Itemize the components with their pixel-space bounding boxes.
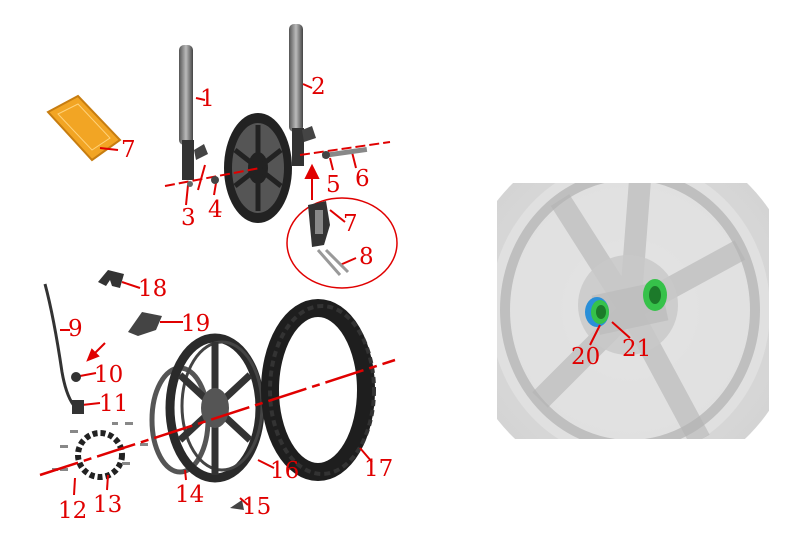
valve-part bbox=[230, 500, 244, 510]
callout-6: 6 bbox=[355, 166, 370, 192]
callout-21: 21 bbox=[622, 336, 652, 362]
reflector-part bbox=[46, 94, 122, 162]
callout-10: 10 bbox=[94, 362, 124, 388]
callout-leaders-mid bbox=[60, 281, 183, 406]
wheel-axis-line bbox=[39, 358, 396, 477]
callout-12: 12 bbox=[58, 498, 88, 524]
callout-15: 15 bbox=[242, 494, 272, 520]
callout-3: 3 bbox=[181, 205, 196, 231]
left-fork-leg bbox=[179, 45, 208, 180]
translucent-hub-render bbox=[497, 183, 769, 439]
tire-part bbox=[261, 299, 376, 481]
rim-part bbox=[165, 333, 265, 483]
axle-lines bbox=[99, 83, 391, 266]
callout-8: 8 bbox=[359, 244, 374, 270]
callout-leaders-bottom bbox=[73, 447, 373, 506]
callout-14: 14 bbox=[175, 482, 205, 508]
callout-16: 16 bbox=[270, 458, 300, 484]
right-fork-leg bbox=[289, 24, 316, 166]
callout-7-detail: 7 bbox=[343, 211, 358, 237]
callout-7-reflector: 7 bbox=[121, 137, 136, 163]
front-wheel-assembly bbox=[224, 113, 292, 223]
callout-9: 9 bbox=[68, 316, 83, 342]
speed-sensor-cable bbox=[43, 283, 80, 412]
bracket-part bbox=[128, 312, 162, 336]
callout-19: 19 bbox=[181, 311, 211, 337]
axle-bolt-part bbox=[187, 146, 368, 187]
fork-bottom-detail bbox=[308, 201, 350, 276]
callout-2: 2 bbox=[311, 74, 326, 100]
callout-4: 4 bbox=[208, 197, 223, 223]
callout-5: 5 bbox=[326, 172, 341, 198]
callout-18: 18 bbox=[138, 276, 168, 302]
callout-11: 11 bbox=[99, 391, 129, 417]
callout-1: 1 bbox=[200, 86, 215, 112]
callout-17: 17 bbox=[364, 456, 394, 482]
callout-20: 20 bbox=[571, 344, 601, 370]
clip-part bbox=[98, 270, 124, 288]
detail-circle bbox=[286, 197, 398, 289]
callout-13: 13 bbox=[93, 492, 123, 518]
